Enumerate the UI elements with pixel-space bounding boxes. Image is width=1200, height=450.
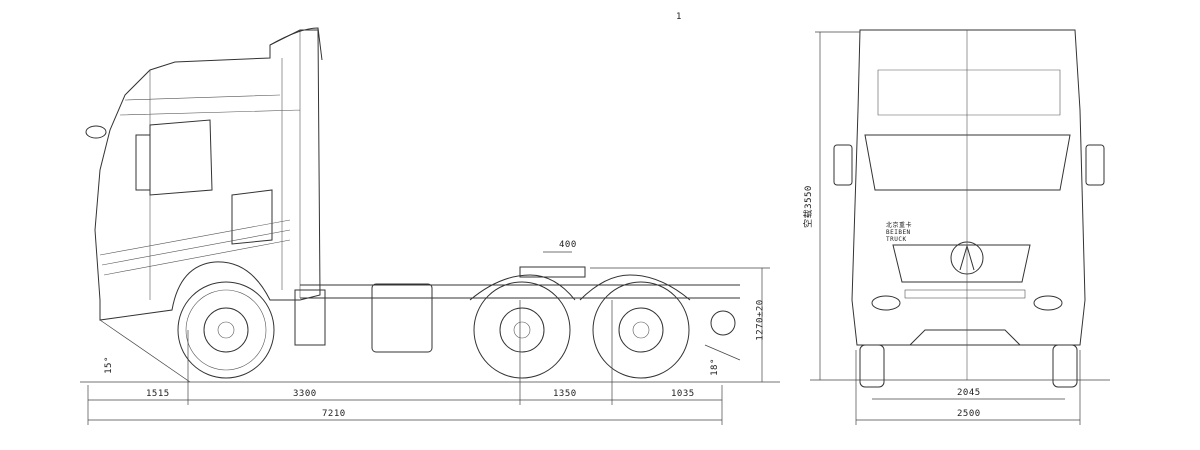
- side-mirror-round: [85, 125, 107, 139]
- lower-grille: [904, 289, 1026, 299]
- dim-overall-width: 2500: [957, 409, 981, 419]
- sun-visor: [877, 69, 1061, 116]
- spare-tank: [710, 310, 736, 336]
- rear-fender-1: [469, 274, 576, 301]
- fuel-tank: [371, 283, 433, 353]
- cab-panel-lines: [119, 30, 301, 300]
- left-front-tire: [859, 344, 885, 388]
- rear-fender-2: [579, 274, 691, 301]
- left-headlamp: [871, 295, 901, 311]
- dim-fifth-wheel-offset: 400: [559, 240, 577, 250]
- dim-overall-length: 7210: [322, 409, 346, 419]
- side-view-truck: [85, 27, 740, 379]
- grille: [892, 244, 1031, 283]
- battery-box: [294, 289, 326, 346]
- dim-track-width: 2045: [957, 388, 981, 398]
- dim-front-overhang: 1515: [146, 389, 170, 399]
- brand-text: 北京重卡 BEIBEN TRUCK: [886, 222, 913, 243]
- dim-height: 空载3550: [803, 185, 814, 228]
- cab-outline: [94, 29, 321, 321]
- dim-rear-overhang: 1035: [671, 389, 695, 399]
- mirror: [135, 134, 151, 191]
- right-front-mirror: [1085, 144, 1105, 186]
- front-wheel: [177, 281, 275, 379]
- sheet-mark: 1: [676, 12, 682, 22]
- rear-wheel-1: [473, 281, 571, 379]
- cab-stripes: [99, 219, 291, 276]
- left-front-mirror: [833, 144, 853, 186]
- side-dimension-lines: [87, 251, 770, 425]
- fifth-wheel: [519, 266, 586, 278]
- dim-wheelbase-1: 3300: [293, 389, 317, 399]
- rear-wheel-2: [592, 281, 690, 379]
- dim-approach-angle: 15°: [103, 356, 114, 374]
- dim-fifth-wheel-height: 1270±20: [755, 299, 766, 341]
- sleeper-window: [231, 189, 273, 245]
- bumper-vent: [909, 329, 1021, 346]
- dim-departure-angle: 18°: [709, 358, 720, 376]
- right-headlamp: [1033, 295, 1063, 311]
- cab-window: [149, 119, 213, 196]
- dim-wheelbase-2: 1350: [553, 389, 577, 399]
- front-view-truck: [833, 29, 1105, 388]
- front-cab-outline: [851, 29, 1086, 346]
- front-dimension-lines: [815, 31, 1081, 425]
- right-front-tire: [1052, 344, 1078, 388]
- roof-deflector: [269, 27, 323, 61]
- windshield: [864, 134, 1071, 191]
